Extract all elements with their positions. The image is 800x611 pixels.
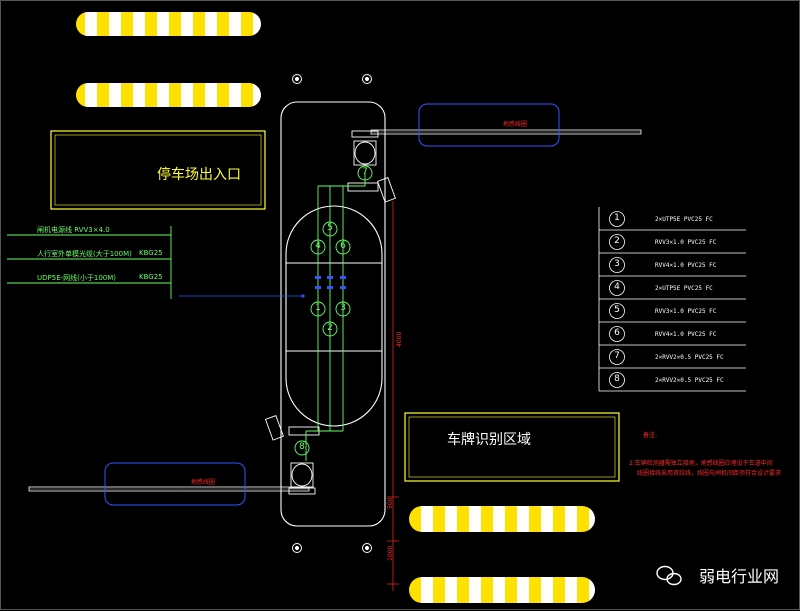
dimension-4000: 4000 — [396, 331, 403, 347]
route-number: 2 — [327, 323, 333, 333]
legend-number: 3 — [614, 259, 620, 269]
gate-unit-top — [347, 130, 396, 203]
barrier-arm-bottom — [28, 486, 310, 492]
dimension-1000: 1000 — [387, 545, 394, 561]
legend-code: 2×UTP5E PVC25 FC — [655, 216, 713, 223]
cable-label-power: 闸机电源线 RVV3×4.0 — [37, 226, 110, 234]
notes-line: 线圈接线采用双绞线，线圈与闸机间距须符合设计要求 — [637, 470, 782, 477]
notes-line: 2.车辆检测器需独立接地，地感线圈应埋设于车道中间 — [629, 460, 773, 467]
legend-table — [598, 207, 746, 392]
legend-code: 2×RVV2×0.5 PVC25 FC — [655, 354, 724, 361]
legend-code: 2×RVV2×0.5 PVC25 FC — [655, 377, 724, 384]
watermark-text: 弱电行业网 — [698, 567, 779, 586]
route-number: 7 — [362, 167, 368, 177]
barrier-arm-top — [370, 129, 642, 135]
legend-code: RVV4×1.0 PVC25 FC — [655, 331, 717, 338]
route-number: 8 — [299, 442, 305, 452]
cable-pipe-fiber: KBG25 — [139, 249, 163, 257]
lane-island — [280, 101, 386, 527]
route-number: 3 — [340, 303, 346, 313]
bolt-icon — [292, 74, 372, 553]
speed-bump-bottom-1 — [409, 506, 595, 532]
bottom-loop-label: 地感线圈 — [191, 479, 216, 486]
dimension-line — [387, 201, 399, 591]
legend-number: 6 — [614, 328, 620, 338]
route-number: 5 — [327, 223, 333, 233]
notes-title: 备注: — [643, 432, 658, 439]
cable-pipe-network: KBG25 — [139, 273, 163, 281]
dimension-500: 500 — [387, 497, 394, 509]
route-number: 4 — [315, 241, 321, 251]
legend-number: 1 — [614, 213, 620, 223]
legend-code: RVV4×1.0 PVC25 FC — [655, 262, 717, 269]
legend-code: RVV3×1.0 PVC25 FC — [655, 239, 717, 246]
cable-label-network: UDP5E-网线(小于100M) — [37, 274, 116, 282]
route-number: 1 — [315, 303, 321, 313]
right-box-label: 车牌识别区域 — [447, 432, 531, 448]
cable-routes — [7, 165, 373, 461]
legend-code: 2×UTP5E PVC25 FC — [655, 285, 713, 292]
speed-bump-top-1 — [76, 12, 261, 36]
detection-loop-top — [418, 103, 560, 147]
cable-markers — [315, 276, 346, 289]
legend-number: 5 — [614, 305, 620, 315]
cable-label-fiber: 人行室外单模光缆(大于100M) — [37, 250, 132, 258]
legend-number: 4 — [614, 282, 620, 292]
legend-number: 2 — [614, 236, 620, 246]
wechat-icon — [656, 565, 682, 586]
booth-capsule — [285, 205, 383, 427]
legend-number: 8 — [614, 374, 620, 384]
right-label-box — [404, 412, 620, 482]
speed-bump-top-2 — [76, 83, 261, 107]
watermark: 弱电行业网 — [699, 563, 779, 587]
gate-unit-bottom — [264, 415, 320, 495]
legend-number: 7 — [614, 351, 620, 361]
left-label-box — [50, 130, 266, 210]
detection-loop-bottom — [104, 462, 246, 506]
speed-bump-bottom-2 — [409, 577, 595, 603]
top-loop-label: 地感线圈 — [503, 121, 528, 128]
left-box-label: 停车场出入口 — [157, 167, 241, 183]
legend-code: RVV3×1.0 PVC25 FC — [655, 308, 717, 315]
route-number: 6 — [340, 241, 346, 251]
